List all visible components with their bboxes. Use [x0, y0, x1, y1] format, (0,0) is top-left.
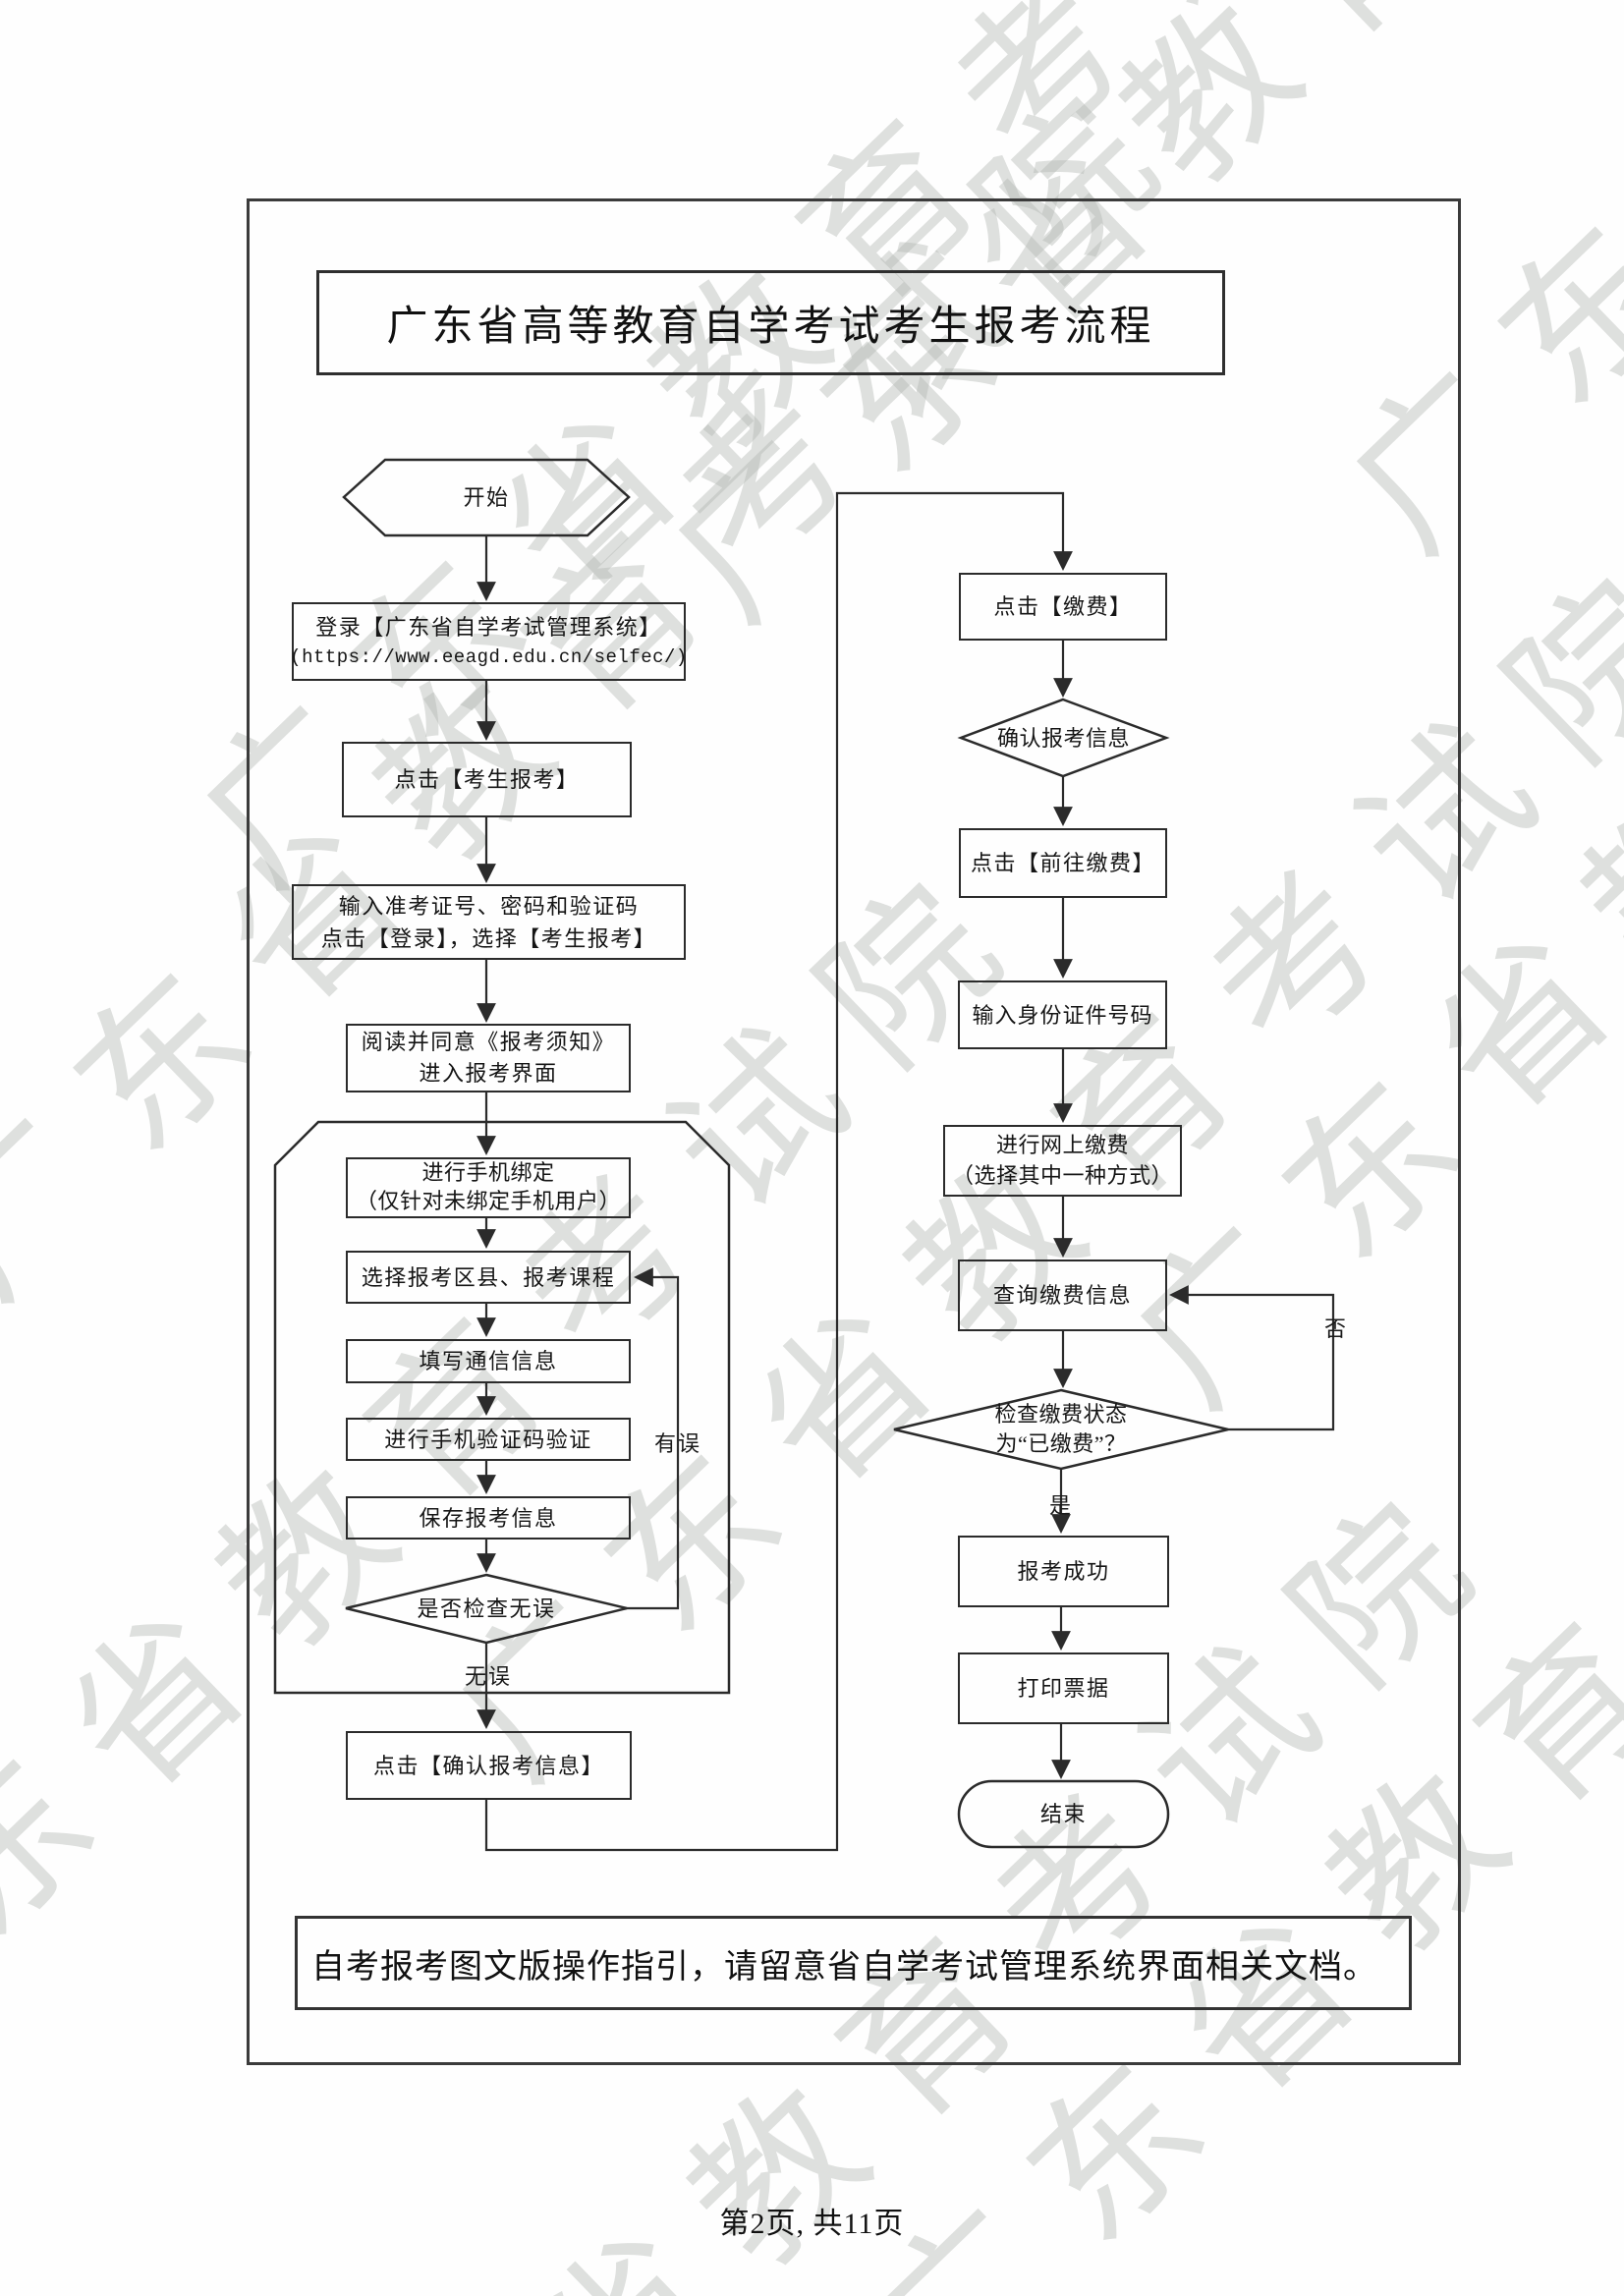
page-title: 广东省高等教育自学考试考生报考流程 — [386, 305, 1155, 350]
arrow-no-loop — [1169, 1285, 1335, 1431]
node-label: 开始 — [463, 485, 510, 510]
arrow-confirm-to-pay — [484, 491, 1073, 1852]
flow-node-online-payment: 进行网上缴费 （选择其中一种方式） — [943, 1125, 1182, 1197]
node-label: 结束 — [1039, 1802, 1087, 1826]
node-label: 登录【广东省自学考试管理系统】 — [315, 615, 662, 641]
node-label: 填写通信信息 — [419, 1349, 558, 1373]
flow-node-click-register: 点击【考生报考】 — [342, 742, 632, 817]
node-label: 点击【考生报考】 — [394, 767, 580, 792]
flow-node-confirm-register-info: 点击【确认报考信息】 — [346, 1731, 632, 1800]
node-label: 为“已缴费”？ — [995, 1431, 1127, 1456]
end-stadium-shape — [957, 1779, 1170, 1849]
node-label: 点击【缴费】 — [993, 594, 1133, 619]
flow-node-click-pay: 点击【缴费】 — [959, 573, 1167, 641]
flow-node-input-credentials: 输入准考证号、密码和验证码 点击【登录】，选择【考生报考】 — [292, 884, 686, 960]
node-label: 进入报考界面 — [419, 1061, 558, 1086]
edge-label-no: 否 — [1323, 1316, 1348, 1341]
note-box: 自考报考图文版操作指引，请留意省自学考试管理系统界面相关文档。 — [295, 1916, 1412, 2010]
node-label: 打印票据 — [1017, 1676, 1110, 1701]
edge-label-yes: 是 — [1048, 1493, 1073, 1518]
node-label: 输入准考证号、密码和验证码 — [338, 893, 640, 919]
node-label: 进行手机验证码验证 — [384, 1427, 592, 1452]
flow-node-pay-status-decision: 检查缴费状态 为“已缴费”？ — [894, 1390, 1228, 1469]
flow-node-bind-phone: 进行手机绑定 （仅针对未绑定手机用户） — [346, 1157, 631, 1218]
flow-node-select-district-course: 选择报考区县、报考课程 — [346, 1251, 631, 1304]
node-label: 点击【登录】，选择【考生报考】 — [320, 925, 657, 951]
flow-node-print-receipt: 打印票据 — [958, 1652, 1169, 1724]
flow-node-input-id-number: 输入身份证件号码 — [958, 980, 1167, 1049]
flow-node-register-success: 报考成功 — [958, 1536, 1169, 1607]
node-label: （选择其中一种方式） — [951, 1162, 1173, 1188]
flow-node-confirm-info-decision: 确认报考信息 — [961, 700, 1166, 776]
flow-node-check-ok-decision: 是否检查无误 — [346, 1575, 627, 1643]
system-url: (https://www.eeagd.edu.cn/selfec/) — [290, 646, 688, 669]
node-label: （仅针对未绑定手机用户） — [355, 1189, 621, 1213]
loop-container-shape — [273, 1120, 731, 1695]
flow-node-login-system: 登录【广东省自学考试管理系统】 (https://www.eeagd.edu.c… — [290, 602, 688, 681]
arrow-error-loop — [627, 1267, 680, 1610]
flow-node-sms-verify: 进行手机验证码验证 — [346, 1418, 631, 1461]
node-label: 是否检查无误 — [417, 1596, 556, 1621]
node-label: 阅读并同意《报考须知》 — [361, 1030, 616, 1055]
flow-node-save-info: 保存报考信息 — [346, 1496, 631, 1540]
node-label: 选择报考区县、报考课程 — [361, 1264, 616, 1290]
flow-node-goto-pay: 点击【前往缴费】 — [959, 828, 1167, 898]
node-label: 查询缴费信息 — [992, 1283, 1132, 1308]
node-label: 进行网上缴费 — [995, 1132, 1129, 1157]
node-label: 检查缴费状态 — [994, 1402, 1128, 1428]
node-label: 确认报考信息 — [996, 725, 1130, 751]
flow-node-end: 结束 — [959, 1781, 1168, 1847]
node-label: 进行手机绑定 — [421, 1160, 555, 1186]
note-text: 自考报考图文版操作指引，请留意省自学考试管理系统界面相关文档。 — [311, 1948, 1377, 1986]
flow-node-read-agree: 阅读并同意《报考须知》 进入报考界面 — [346, 1024, 631, 1092]
flowchart-title-box: 广东省高等教育自学考试考生报考流程 — [316, 270, 1225, 375]
node-label: 输入身份证件号码 — [972, 1002, 1153, 1028]
edge-label-error: 有误 — [653, 1431, 701, 1456]
node-label: 点击【确认报考信息】 — [372, 1753, 604, 1778]
flow-node-query-payment-info: 查询缴费信息 — [958, 1260, 1167, 1331]
node-label: 保存报考信息 — [419, 1505, 558, 1531]
page-frame — [247, 198, 1461, 2065]
node-label: 点击【前往缴费】 — [970, 851, 1155, 875]
start-hexagon-shape — [342, 458, 631, 537]
node-label: 报考成功 — [1017, 1559, 1110, 1584]
flow-node-fill-contact-info: 填写通信信息 — [346, 1339, 631, 1383]
flow-node-start: 开始 — [344, 460, 629, 535]
edge-label-no-error: 无误 — [464, 1664, 512, 1689]
page-number: 第2页, 共11页 — [719, 2208, 905, 2240]
